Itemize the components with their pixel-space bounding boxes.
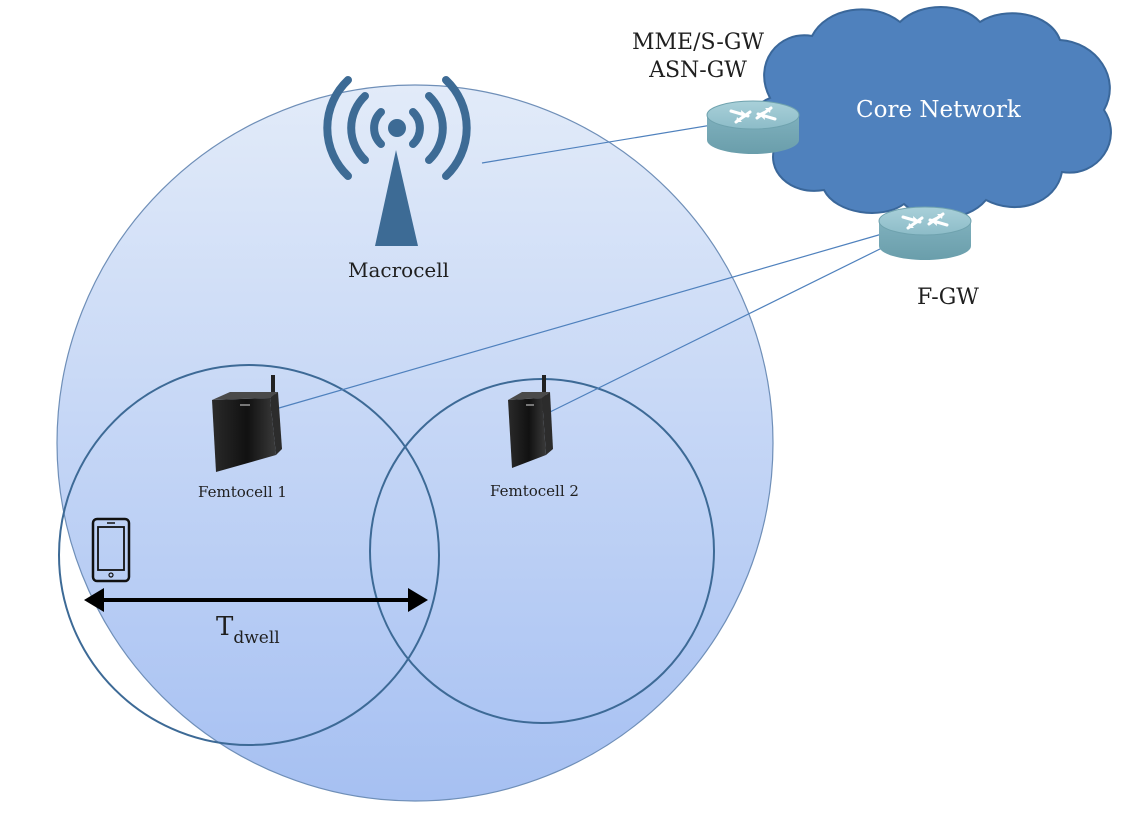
- dwell-time-base: T: [216, 612, 234, 642]
- link-femtocell1-fgw: [278, 233, 883, 409]
- fgw-label: F-GW: [917, 285, 979, 310]
- dwell-time-label: Tdwell: [216, 612, 280, 648]
- antenna-tower-icon: [323, 76, 471, 246]
- femtocell-2-label: Femtocell 2: [490, 482, 579, 500]
- macrocell-coverage: [56, 84, 774, 802]
- dwell-time-subscript: dwell: [233, 628, 280, 648]
- link-macrocell-mme: [481, 124, 713, 164]
- femtocell-router-icon: [212, 375, 282, 472]
- mme-gateway-label-line1: MME/S-GW: [631, 30, 765, 55]
- mme-gateway-label: MME/S-GW ASN-GW: [620, 29, 776, 85]
- router-icon: [706, 100, 800, 154]
- femtocell-1-coverage: [58, 364, 440, 746]
- macrocell-label: Macrocell: [348, 258, 450, 282]
- link-femtocell2-fgw: [549, 246, 885, 413]
- dwell-arrow: [84, 588, 428, 612]
- cloud-icon: [751, 6, 1112, 219]
- smartphone-icon: [91, 517, 131, 583]
- core-network-label: Core Network: [856, 97, 1021, 123]
- router-icon: [878, 206, 972, 260]
- mme-gateway-label-line2: ASN-GW: [649, 58, 747, 83]
- femtocell-router-icon: [508, 375, 553, 468]
- femtocell-1-label: Femtocell 1: [198, 483, 287, 501]
